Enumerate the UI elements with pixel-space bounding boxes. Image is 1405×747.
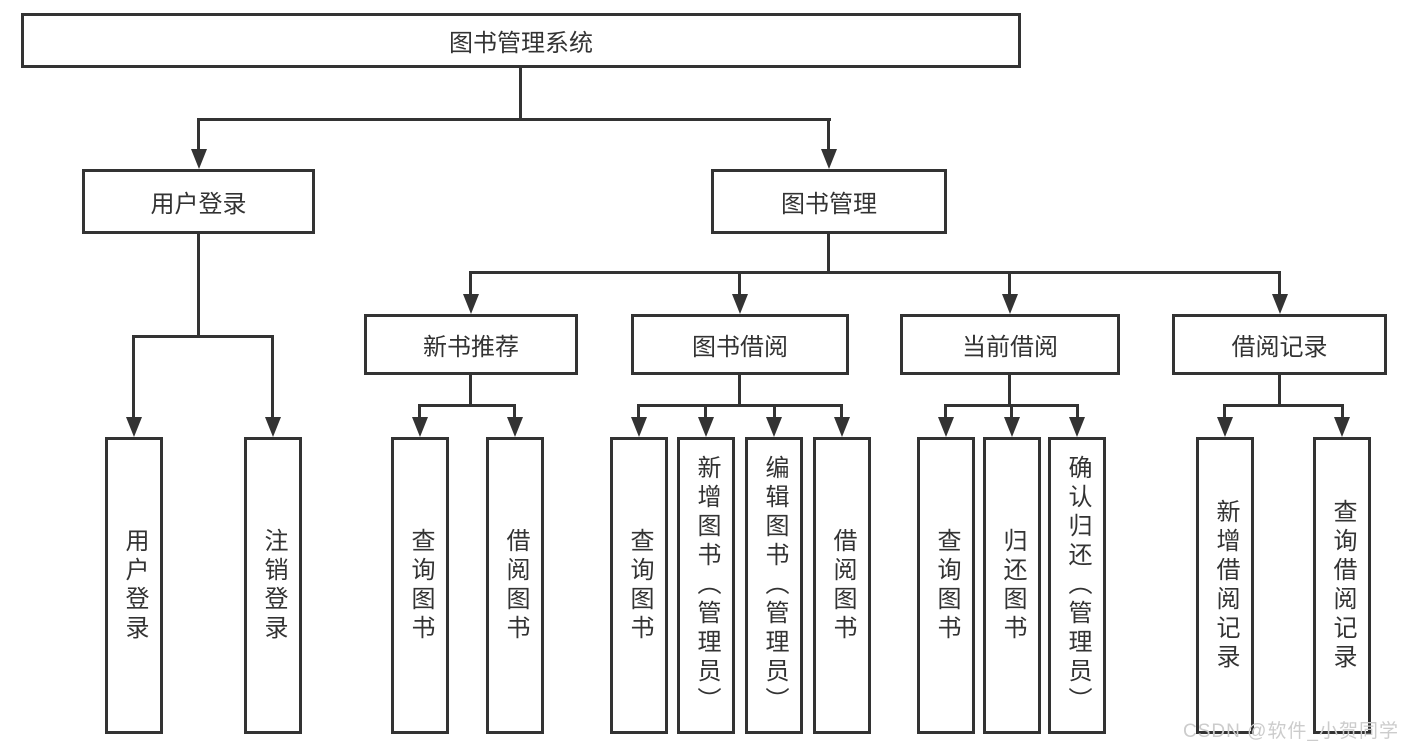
arrow-down-icon (821, 149, 837, 169)
node-label: 借阅记录 (1231, 334, 1328, 361)
node-book-management: 图书管理 (711, 169, 947, 234)
node-label: 图书管理 (781, 191, 877, 218)
node-confirm-return-admin: 确认归还（管理员） (1048, 437, 1106, 734)
arrow-down-icon (463, 294, 479, 314)
connector-line (197, 118, 831, 121)
node-label: 编辑图书（管理员） (761, 455, 788, 716)
connector-line (271, 335, 274, 419)
node-borrow-records: 借阅记录 (1172, 314, 1387, 375)
node-borrow-books-recommend: 借阅图书 (486, 437, 544, 734)
connector-line (197, 118, 200, 151)
connector-line (1341, 404, 1344, 419)
arrow-down-icon (1217, 417, 1233, 437)
node-query-borrow-record: 查询借阅记录 (1313, 437, 1371, 734)
connector-line (637, 404, 640, 419)
node-label: 查询图书 (933, 527, 960, 644)
arrow-down-icon (938, 417, 954, 437)
connector-line (637, 404, 843, 407)
arrow-down-icon (698, 417, 714, 437)
node-label: 注销登录 (260, 527, 287, 644)
arrow-down-icon (191, 149, 207, 169)
connector-line (513, 404, 516, 419)
node-label: 用户登录 (121, 527, 148, 644)
connector-line (1010, 404, 1013, 419)
arrow-down-icon (126, 417, 142, 437)
node-add-books-admin: 新增图书（管理员） (677, 437, 735, 734)
connector-line (132, 335, 274, 338)
node-user-login-leaf: 用户登录 (105, 437, 163, 734)
arrow-down-icon (631, 417, 647, 437)
node-label: 当前借阅 (962, 334, 1058, 361)
arrow-down-icon (1334, 417, 1350, 437)
connector-line (1008, 375, 1011, 404)
node-label: 用户登录 (150, 191, 247, 218)
node-query-books-recommend: 查询图书 (391, 437, 449, 734)
node-user-login: 用户登录 (82, 169, 315, 234)
arrow-down-icon (1272, 294, 1288, 314)
node-current-borrowing: 当前借阅 (900, 314, 1120, 375)
node-label: 确认归还（管理员） (1064, 455, 1091, 716)
connector-line (773, 404, 776, 419)
arrow-down-icon (1069, 417, 1085, 437)
node-label: 借阅图书 (829, 527, 856, 644)
connector-line (944, 404, 947, 419)
arrow-down-icon (265, 417, 281, 437)
node-label: 图书管理系统 (449, 30, 593, 57)
node-label: 归还图书 (999, 527, 1026, 644)
connector-line (827, 118, 830, 151)
node-library-system: 图书管理系统 (21, 13, 1021, 68)
node-label: 新书推荐 (423, 334, 519, 361)
node-logout: 注销登录 (244, 437, 302, 734)
connector-line (469, 271, 472, 296)
arrow-down-icon (1002, 294, 1018, 314)
connector-line (1076, 404, 1079, 419)
node-label: 查询图书 (407, 527, 434, 644)
connector-line (1278, 271, 1281, 296)
node-label: 查询图书 (626, 527, 653, 644)
node-edit-books-admin: 编辑图书（管理员） (745, 437, 803, 734)
arrow-down-icon (1004, 417, 1020, 437)
node-borrow-books-borrowing: 借阅图书 (813, 437, 871, 734)
connector-line (1278, 375, 1281, 404)
node-query-books-borrowing: 查询图书 (610, 437, 668, 734)
node-book-borrowing: 图书借阅 (631, 314, 849, 375)
node-label: 新增图书（管理员） (693, 455, 720, 716)
node-label: 借阅图书 (502, 527, 529, 644)
connector-line (132, 335, 135, 419)
connector-line (418, 404, 421, 419)
node-return-books: 归还图书 (983, 437, 1041, 734)
connector-line (827, 234, 830, 274)
node-label: 图书借阅 (692, 334, 788, 361)
node-query-books-current: 查询图书 (917, 437, 975, 734)
connector-line (469, 375, 472, 404)
arrow-down-icon (507, 417, 523, 437)
node-new-book-recommend: 新书推荐 (364, 314, 578, 375)
connector-line (704, 404, 707, 419)
connector-line (1008, 271, 1011, 296)
node-label: 新增借阅记录 (1212, 498, 1239, 673)
connector-line (418, 404, 516, 407)
node-label: 查询借阅记录 (1329, 498, 1356, 673)
arrow-down-icon (732, 294, 748, 314)
connector-line (1223, 404, 1226, 419)
arrow-down-icon (834, 417, 850, 437)
connector-line (519, 68, 522, 121)
arrow-down-icon (412, 417, 428, 437)
arrow-down-icon (766, 417, 782, 437)
connector-line (1223, 404, 1344, 407)
connector-line (469, 271, 1281, 274)
connector-line (840, 404, 843, 419)
connector-line (738, 375, 741, 404)
connector-line (197, 234, 200, 335)
watermark: CSDN @软件_小贺同学 (1183, 721, 1399, 742)
connector-line (738, 271, 741, 296)
node-add-borrow-record: 新增借阅记录 (1196, 437, 1254, 734)
